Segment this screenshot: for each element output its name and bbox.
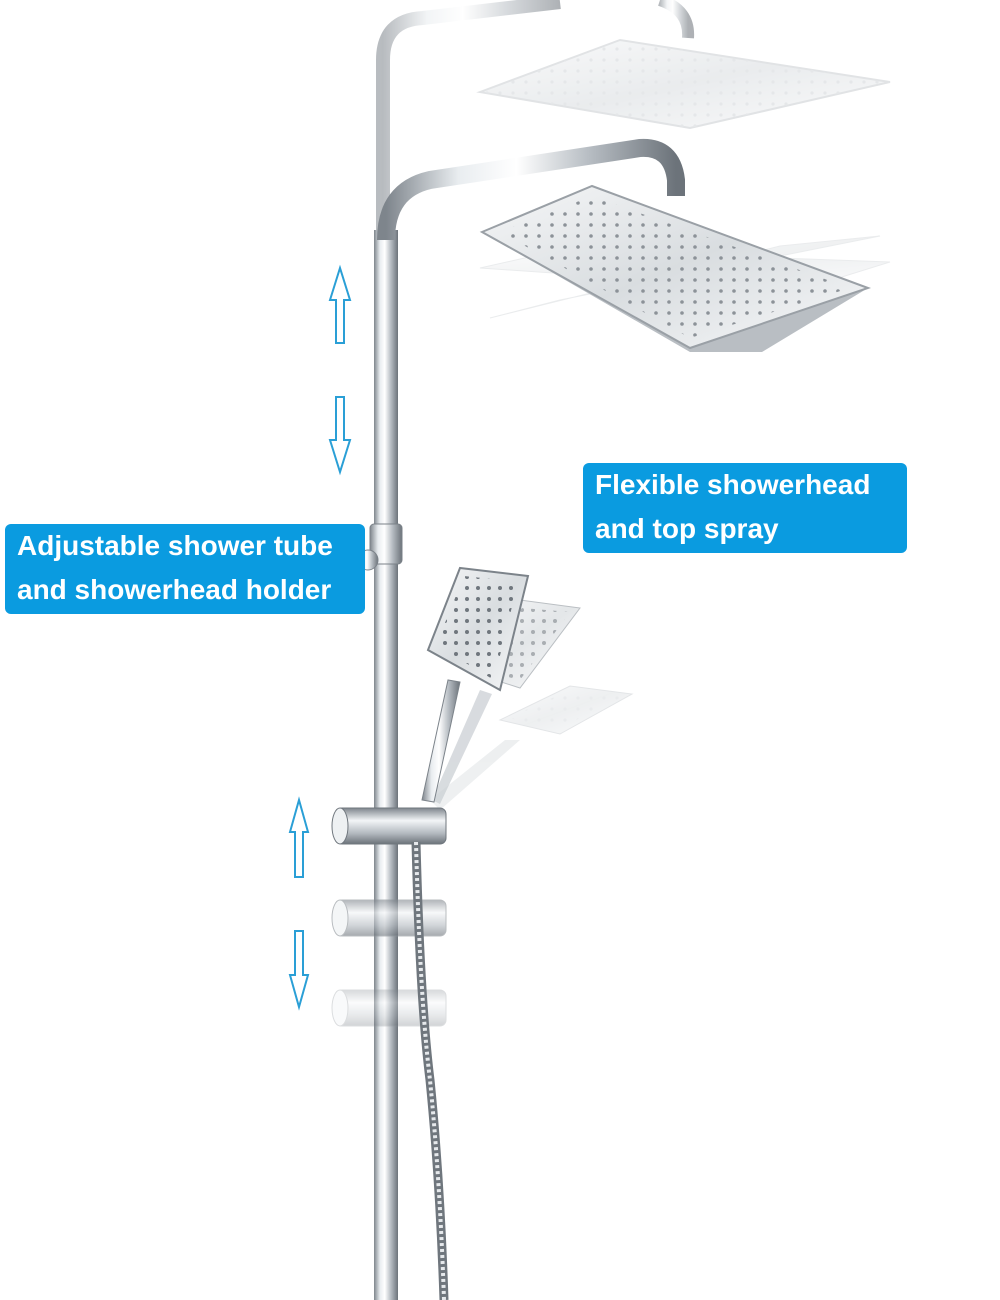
shower-riser-pipe[interactable] — [374, 230, 398, 1300]
arrow-up-icon — [328, 264, 352, 344]
label-adjustable-tube: Adjustable shower tube and showerhead ho… — [5, 524, 365, 614]
top-shower-arm — [377, 138, 685, 241]
shower-hose — [411, 841, 449, 1300]
ghost-top-showerhead — [376, 0, 891, 480]
arrow-up-icon — [288, 796, 310, 878]
label-line-1: Flexible showerhead — [595, 469, 871, 500]
hand-shower — [421, 566, 634, 810]
arrow-down-icon — [288, 930, 310, 1011]
ghost-hand-shower-flat — [430, 685, 634, 810]
ghost-holder-slider-1 — [331, 899, 447, 937]
label-line-1: Adjustable shower tube — [17, 530, 333, 561]
ghost-holder-slider-2 — [331, 989, 447, 1027]
label-line-2: and showerhead holder — [17, 574, 332, 605]
rain-showerhead — [479, 184, 872, 352]
arrow-down-icon — [328, 396, 352, 476]
label-line-2: and top spray — [595, 513, 779, 544]
tube-joint — [369, 523, 403, 565]
label-flexible-showerhead: Flexible showerhead and top spray — [583, 463, 907, 553]
showerhead-holder-slider[interactable] — [331, 807, 447, 845]
